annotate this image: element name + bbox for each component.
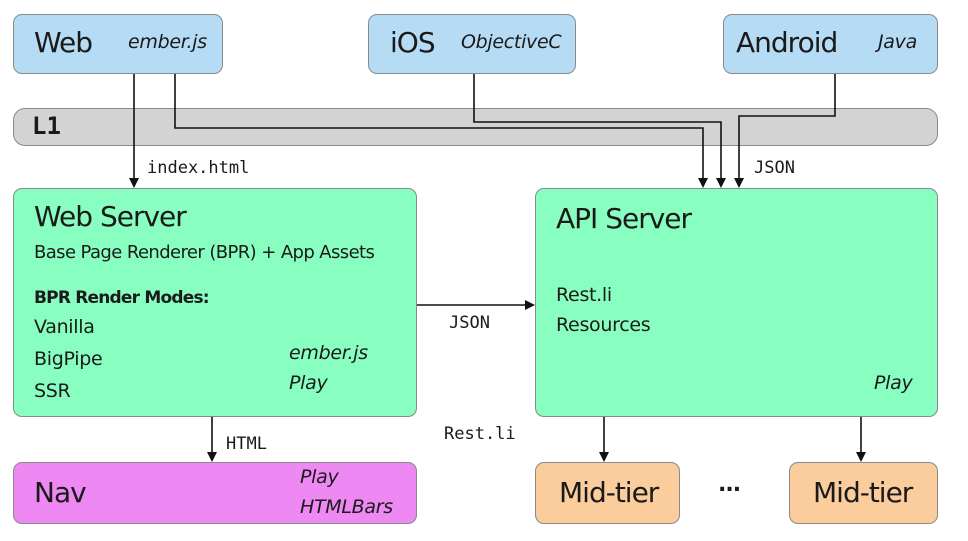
nav-tech-play: Play	[300, 466, 339, 488]
restli-label: Rest.li	[444, 424, 516, 444]
android-client-box	[723, 14, 938, 74]
json-mid-label: JSON	[449, 313, 490, 333]
mode-vanilla: Vanilla	[34, 316, 95, 338]
api-server-box	[535, 188, 938, 417]
android-to-api-arrow	[734, 74, 836, 188]
json-top-label: JSON	[754, 158, 795, 178]
html-label: HTML	[226, 434, 267, 454]
web-server-box	[13, 188, 417, 417]
web-client-tech: ember.js	[128, 31, 207, 53]
ios-to-api-arrow	[473, 74, 726, 188]
android-client-tech: Java	[878, 31, 917, 53]
index-html-label: index.html	[147, 158, 250, 178]
ios-client-title: iOS	[390, 26, 436, 59]
api-server-title: API Server	[556, 202, 692, 235]
web-server-tech-ember: ember.js	[289, 342, 368, 364]
web-server-title: Web Server	[34, 200, 187, 233]
mid-tier-ellipsis: ...	[718, 472, 741, 497]
api-server-line-resources: Resources	[556, 314, 651, 336]
l1-label: L1	[32, 112, 61, 140]
nav-title: Nav	[34, 476, 87, 509]
mid-tier-left-label: Mid-tier	[559, 476, 659, 509]
android-client-title: Android	[736, 26, 838, 59]
mode-ssr: SSR	[34, 380, 71, 402]
api-server-tech-play: Play	[874, 372, 913, 394]
web-to-api-arrow	[174, 74, 708, 188]
nav-box	[13, 462, 417, 524]
web-server-subtitle: Base Page Renderer (BPR) + App Assets	[34, 242, 375, 263]
mid-tier-right-box	[789, 462, 938, 524]
l1-layer-bar	[13, 108, 938, 146]
mode-bigpipe: BigPipe	[34, 348, 103, 370]
nav-tech-htmlbars: HTMLBars	[300, 496, 393, 518]
ios-client-tech: ObjectiveC	[461, 31, 562, 53]
api-server-line-restli: Rest.li	[556, 284, 612, 306]
mid-tier-left-box	[535, 462, 680, 524]
ios-client-box	[368, 14, 576, 74]
web-client-title: Web	[34, 26, 93, 59]
web-client-box	[13, 14, 223, 74]
mid-tier-right-label: Mid-tier	[813, 476, 913, 509]
bpr-modes-heading: BPR Render Modes:	[34, 288, 210, 308]
web-server-tech-play: Play	[289, 372, 328, 394]
